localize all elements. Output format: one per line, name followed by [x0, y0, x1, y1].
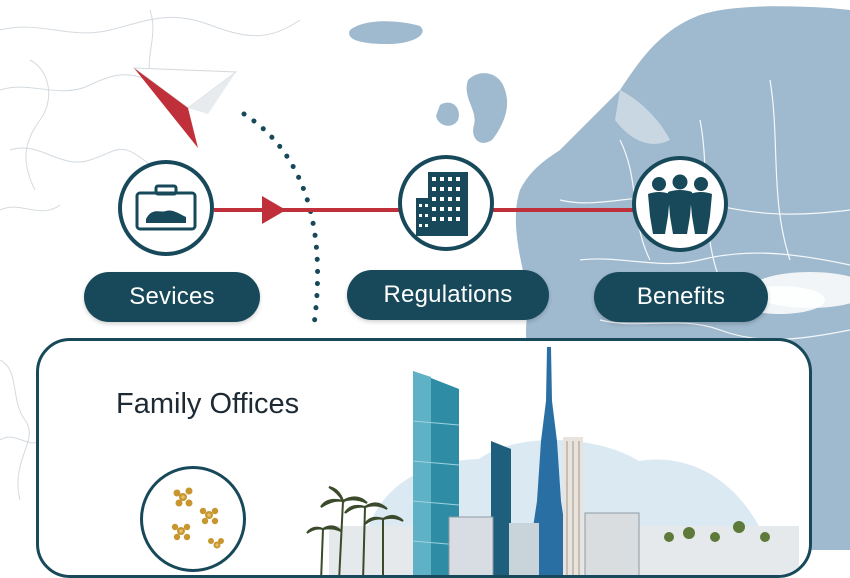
briefcase-icon	[135, 184, 197, 231]
regulations-label: Regulations	[383, 281, 513, 308]
step-icon-regulations	[398, 155, 494, 251]
step-icon-services	[118, 160, 214, 256]
people-icon	[648, 174, 712, 234]
benefits-label: Benefits	[636, 283, 726, 310]
dotted-path	[241, 111, 321, 328]
gold-flowers-badge	[140, 466, 246, 572]
paper-plane-icon	[132, 67, 238, 148]
panel-title: Family Offices	[116, 388, 300, 420]
regulations-button[interactable]: Regulations	[347, 270, 549, 320]
gold-flowers-icon	[171, 487, 224, 549]
services-label: Sevices	[129, 283, 215, 310]
benefits-button[interactable]: Benefits	[594, 272, 768, 322]
services-button[interactable]: Sevices	[84, 272, 260, 322]
building-icon	[416, 172, 468, 236]
step-icon-benefits	[632, 156, 728, 252]
